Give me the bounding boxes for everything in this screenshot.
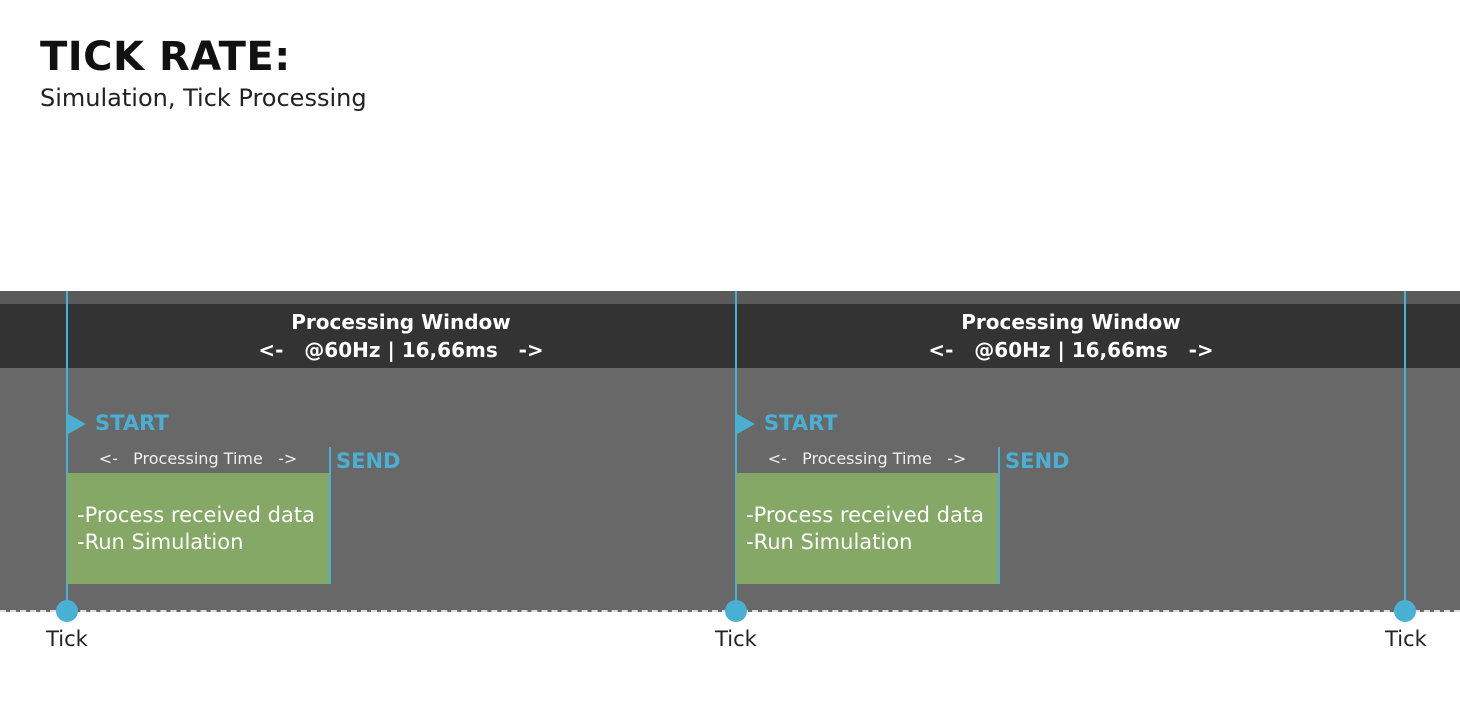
tick-line-3 (1404, 291, 1406, 612)
tick-line-2 (735, 291, 737, 612)
window-1-send-line (329, 447, 331, 584)
window-2-send-line (998, 447, 1000, 584)
window-1-start-label: START (95, 411, 169, 435)
window-1-task-1: -Process received data (77, 503, 315, 527)
tick-label-1: Tick (46, 627, 88, 651)
tick-dot-1 (56, 600, 78, 622)
window-1-task-box: -Process received data -Run Simulation (67, 473, 331, 584)
tick-label-3: Tick (1385, 627, 1427, 651)
window-2-processing-time: <- Processing Time -> (767, 449, 967, 468)
window-2-title: Processing Window (961, 310, 1181, 334)
tick-dot-2 (725, 600, 747, 622)
window-2-task-box: -Process received data -Run Simulation (736, 473, 1000, 584)
window-2-start-label: START (764, 411, 838, 435)
window-1-send-label: SEND (336, 449, 401, 473)
start-marker-icon (68, 414, 86, 434)
processing-window-header-bar (0, 304, 1460, 368)
tick-label-2: Tick (715, 627, 757, 651)
page-title: TICK RATE: (40, 34, 291, 80)
window-1-task-2: -Run Simulation (77, 530, 244, 554)
window-2-task-2: -Run Simulation (746, 530, 913, 554)
window-1-rate: <- @60Hz | 16,66ms -> (258, 338, 544, 362)
window-2-task-1: -Process received data (746, 503, 984, 527)
window-2-rate: <- @60Hz | 16,66ms -> (928, 338, 1214, 362)
window-1-processing-time: <- Processing Time -> (98, 449, 298, 468)
window-1-title: Processing Window (291, 310, 511, 334)
page-subtitle: Simulation, Tick Processing (40, 84, 367, 112)
window-2-send-label: SEND (1005, 449, 1070, 473)
timeline-band-top-strip (0, 291, 1460, 304)
tick-dot-3 (1394, 600, 1416, 622)
tick-line-1 (66, 291, 68, 612)
start-marker-icon (737, 414, 755, 434)
